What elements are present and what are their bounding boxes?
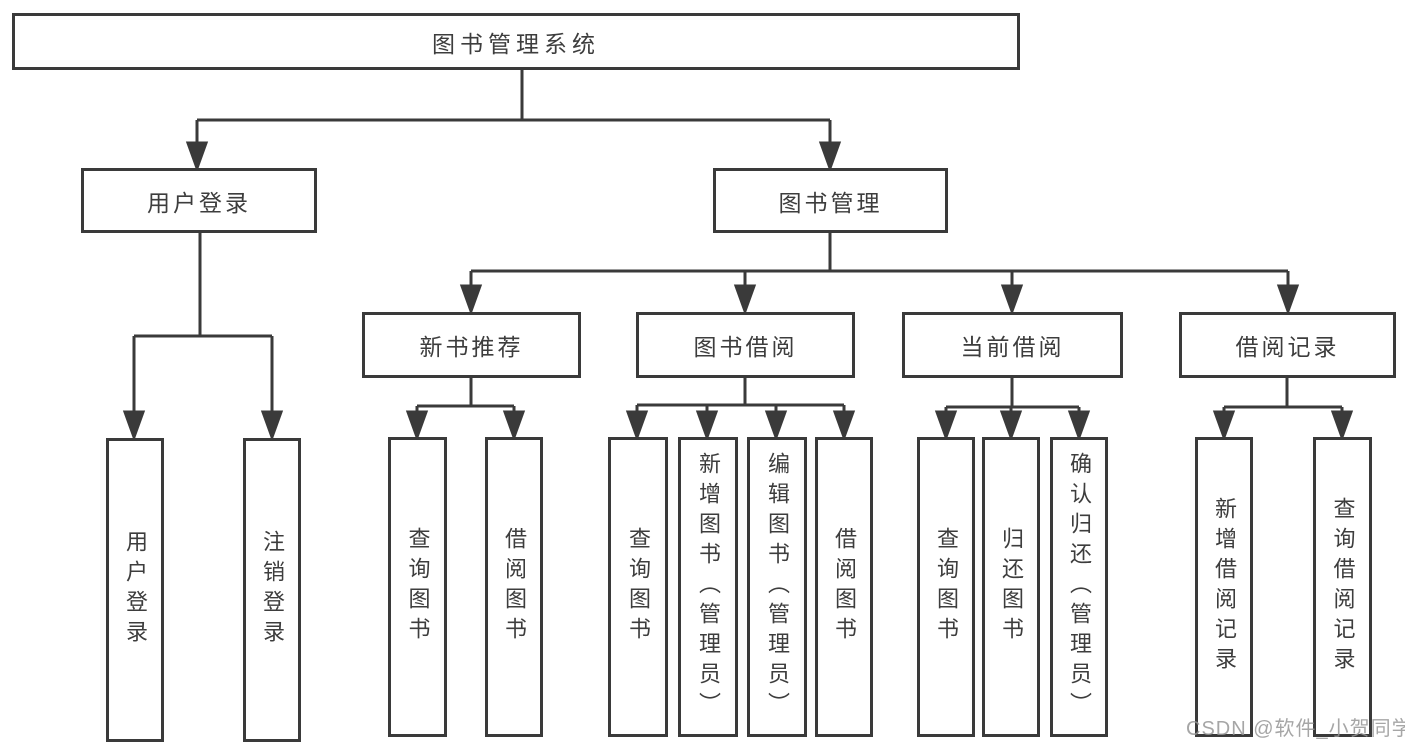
node-label: 编辑图书（管理员） <box>765 452 790 722</box>
leaf-borrow-add-books-admin: 新增图书（管理员） <box>678 437 738 737</box>
leaf-newrec-query-books: 查询图书 <box>388 437 447 737</box>
leaf-logout: 注销登录 <box>243 438 301 742</box>
connector-borrow-records-children <box>1212 378 1354 442</box>
node-label: 借阅记录 <box>1235 334 1340 360</box>
node-label: 用户登录 <box>147 189 251 216</box>
arrowhead <box>1067 410 1091 442</box>
node-label: 归还图书 <box>999 527 1024 647</box>
arrowhead <box>405 410 429 442</box>
connector-user-login-children <box>122 233 284 442</box>
connector-new-book-children <box>405 378 526 442</box>
leaf-borrow-query-books: 查询图书 <box>608 437 668 737</box>
node-borrow-records: 借阅记录 <box>1179 312 1396 378</box>
leaf-current-return-books: 归还图书 <box>982 437 1040 737</box>
leaf-user-login: 用户登录 <box>106 438 164 742</box>
node-new-book-recommend: 新书推荐 <box>362 312 581 378</box>
arrowhead <box>695 410 719 442</box>
csdn-watermark: CSDN @软件_小贺同学 <box>1186 718 1405 740</box>
node-label: 注销登录 <box>260 530 285 650</box>
node-label: 图书管理 <box>778 189 883 216</box>
arrowhead <box>502 410 526 442</box>
leaf-records-add-record: 新增借阅记录 <box>1195 437 1253 737</box>
arrowhead <box>818 141 842 173</box>
arrowhead <box>1330 410 1354 442</box>
node-label: 确认归还（管理员） <box>1067 452 1092 722</box>
node-label: 新书推荐 <box>419 334 524 360</box>
arrowhead <box>260 410 284 442</box>
node-current-borrow: 当前借阅 <box>902 312 1123 378</box>
node-user-login: 用户登录 <box>81 168 317 233</box>
arrowhead <box>1212 410 1236 442</box>
node-label: 查询图书 <box>934 527 959 647</box>
connector-current-borrow-children <box>934 378 1091 442</box>
leaf-borrow-edit-books-admin: 编辑图书（管理员） <box>747 437 807 737</box>
node-library-system: 图书管理系统 <box>12 13 1020 70</box>
arrowhead <box>764 410 788 442</box>
connector-book-mgmt-children <box>459 233 1300 316</box>
leaf-current-query-books: 查询图书 <box>917 437 975 737</box>
leaf-records-query-record: 查询借阅记录 <box>1313 437 1372 737</box>
leaf-current-confirm-return-admin: 确认归还（管理员） <box>1050 437 1108 737</box>
node-label: 借阅图书 <box>502 527 527 647</box>
arrowhead <box>934 410 958 442</box>
connector-root-to-level2 <box>185 70 842 173</box>
arrowhead <box>459 284 483 316</box>
arrowhead <box>999 410 1023 442</box>
arrowhead <box>733 284 757 316</box>
arrowhead <box>625 410 649 442</box>
node-label: 当前借阅 <box>960 334 1065 360</box>
node-label: 查询借阅记录 <box>1330 497 1356 677</box>
connector-book-borrow-children <box>625 378 856 442</box>
arrowhead <box>832 410 856 442</box>
leaf-borrow-borrow-books: 借阅图书 <box>815 437 873 737</box>
node-label: 新增借阅记录 <box>1212 497 1237 677</box>
node-label: 借阅图书 <box>832 527 857 647</box>
node-label: 查询图书 <box>626 527 651 647</box>
arrowhead <box>185 141 209 173</box>
node-label: 用户登录 <box>123 530 148 650</box>
arrowhead <box>122 410 146 442</box>
node-label: 图书管理系统 <box>432 30 600 57</box>
node-label: 查询图书 <box>405 527 431 647</box>
arrowhead <box>1276 284 1300 316</box>
node-label: 图书借阅 <box>693 334 798 360</box>
arrowhead <box>1000 284 1024 316</box>
leaf-newrec-borrow-books: 借阅图书 <box>485 437 543 737</box>
node-book-borrow: 图书借阅 <box>636 312 855 378</box>
node-book-management: 图书管理 <box>713 168 948 233</box>
node-label: 新增图书（管理员） <box>696 452 721 722</box>
